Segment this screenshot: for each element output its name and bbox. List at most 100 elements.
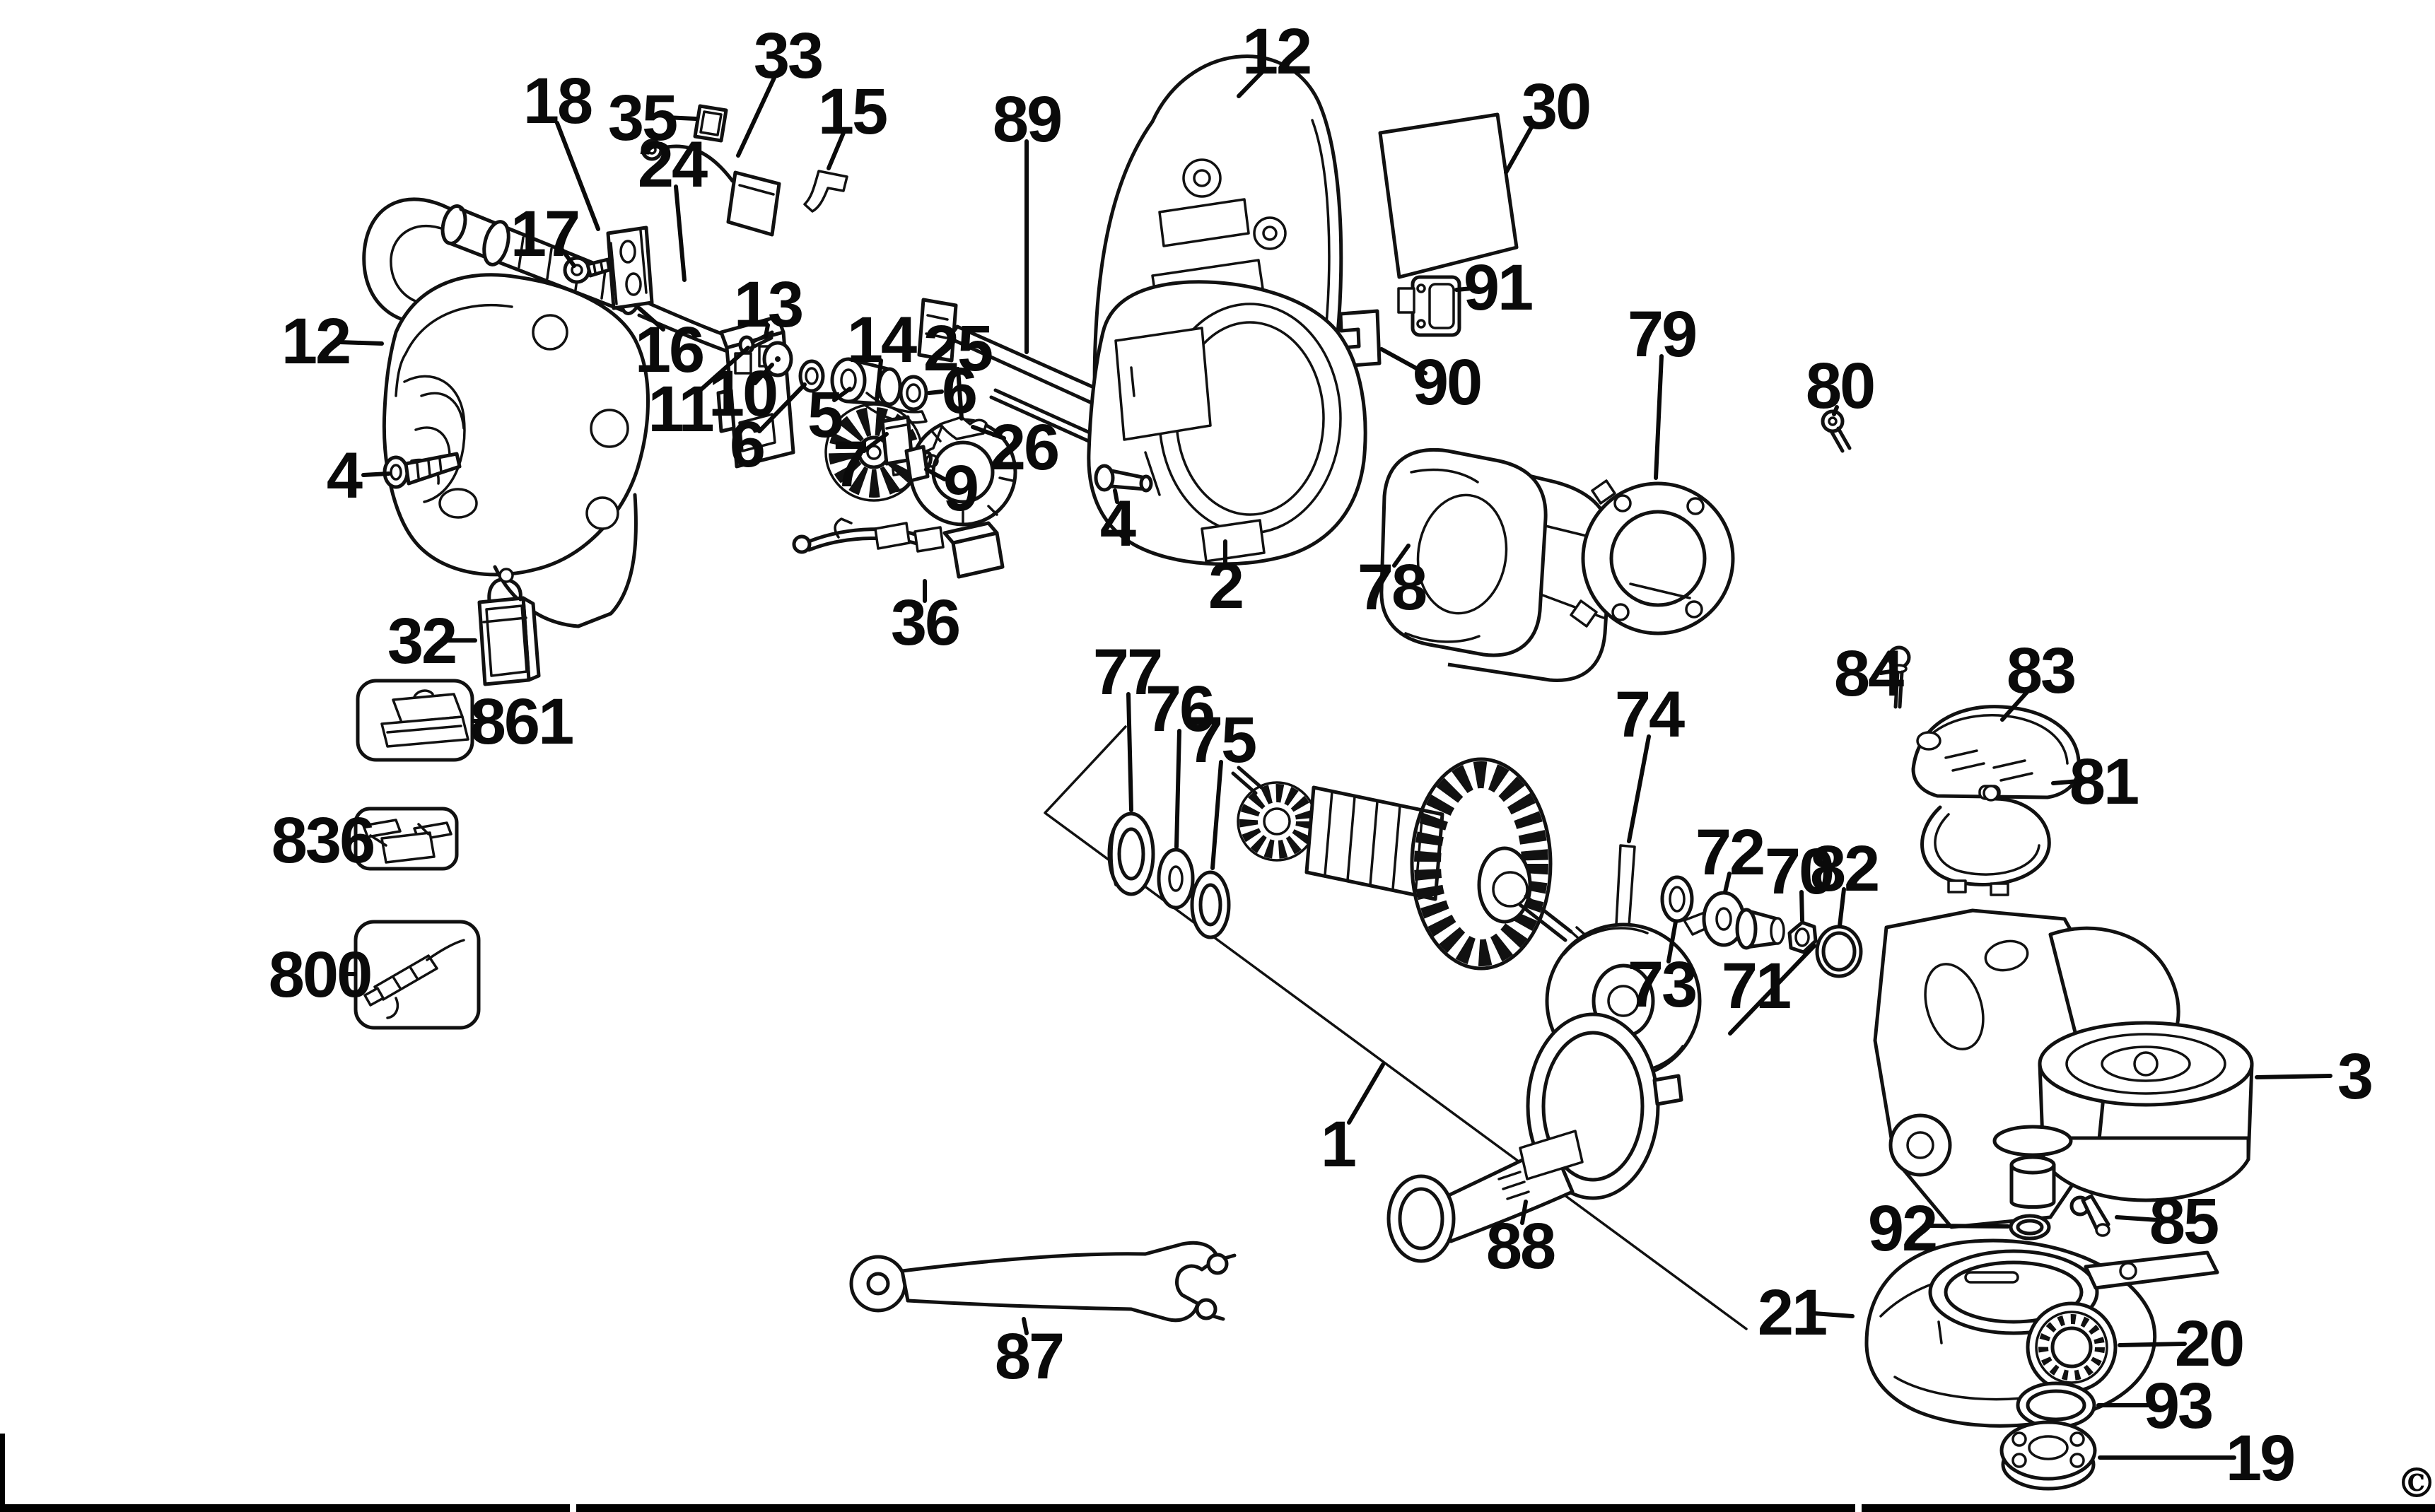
leader-line-15 [827, 131, 846, 170]
part-93-washer [2016, 1381, 2096, 1429]
part-80-screw [1821, 409, 1852, 453]
leader-line-71 [1728, 944, 1816, 1036]
part-75-ring [1190, 870, 1231, 939]
leader-line-33 [736, 74, 777, 158]
part-33-brush-lead [641, 139, 781, 237]
part-36-lead-assembly [792, 517, 1005, 579]
leader-line-1 [1347, 1062, 1385, 1125]
part-label-88: 88 [1486, 1210, 1555, 1282]
part-label-92: 92 [1868, 1192, 1936, 1265]
part-71-bushing [1735, 908, 1785, 950]
leader-line-87 [1022, 1317, 1029, 1335]
part-label-82: 82 [1810, 833, 1878, 905]
leader-line-11 [695, 346, 750, 395]
part-label-87: 87 [995, 1320, 1063, 1393]
leader-line-77 [1126, 692, 1133, 812]
leader-line-7 [862, 432, 889, 453]
part-label-17: 17 [510, 198, 578, 270]
part-label-3: 3 [2337, 1041, 2371, 1113]
leader-line-79 [1654, 354, 1664, 480]
part-label-79: 79 [1628, 298, 1695, 370]
part-78-field [1379, 447, 1613, 682]
part-92-oring [2009, 1214, 2051, 1241]
leader-line-16 [637, 306, 665, 332]
part-2-motor-housing [1087, 280, 1367, 566]
leader-line-35 [664, 115, 698, 121]
leader-line-14 [875, 358, 883, 402]
part-85-pin [2069, 1194, 2110, 1237]
part-label-7: 7 [833, 428, 867, 500]
leader-line-83 [2000, 689, 2030, 722]
part-72-washer [1702, 891, 1746, 947]
part-label-36: 36 [891, 587, 959, 659]
leader-line-3 [2255, 1074, 2332, 1079]
part-label-13: 13 [734, 269, 802, 341]
leader-line-73 [1666, 920, 1678, 963]
part-label-35: 35 [608, 82, 677, 154]
part-label-6: 6 [942, 355, 976, 427]
part-1-armature [1044, 725, 1748, 1330]
footer-bar-middle [576, 1504, 1855, 1512]
part-label-21: 21 [1758, 1277, 1826, 1349]
part-label-14: 14 [847, 304, 917, 376]
part-861-kitbox [356, 679, 474, 762]
leader-line-18 [555, 121, 600, 231]
part-17-screw [563, 256, 616, 284]
part-label-26: 26 [990, 411, 1058, 484]
part-label-861: 861 [470, 686, 573, 758]
leader-line-12 [337, 340, 384, 346]
part-81-clamp [1920, 785, 2051, 896]
part-82-oring [1815, 925, 1863, 978]
part-83-brush-cap [1911, 705, 2081, 800]
part-76-washer [1157, 848, 1195, 910]
part-800-grease-gun [354, 920, 481, 1030]
leader-line-26 [971, 425, 1006, 440]
part-label-20: 20 [2175, 1308, 2243, 1380]
part-label-71: 71 [1722, 950, 1790, 1022]
part-79-bearing-plate [1570, 479, 1735, 635]
part-label-4: 4 [1100, 488, 1136, 560]
part-3-gearcase [1873, 908, 2254, 1229]
leader-line-20 [2118, 1342, 2187, 1347]
leader-line-78 [1392, 544, 1411, 568]
footer-bar-left [0, 1504, 570, 1512]
part-label-70: 70 [1765, 836, 1833, 908]
part-15-clip [803, 170, 848, 213]
leader-line-17 [559, 247, 576, 268]
part-label-78: 78 [1357, 551, 1426, 623]
part-label-9: 9 [943, 452, 977, 524]
part-19-flange-nut [1999, 1420, 2097, 1491]
part-87-wrench [849, 1241, 1237, 1323]
part-16-bracket [606, 225, 654, 310]
part-label-18: 18 [523, 65, 592, 137]
part-label-84: 84 [1834, 638, 1904, 710]
part-4-mid-pin [1094, 464, 1153, 493]
leader-line-76 [1174, 729, 1181, 849]
part-label-836: 836 [271, 804, 374, 877]
part-84-screw [1887, 645, 1911, 709]
leader-line-12 [1237, 69, 1266, 98]
part-label-83: 83 [2007, 635, 2074, 707]
leader-line-5 [832, 387, 852, 402]
part-label-30: 30 [1522, 71, 1589, 143]
part-label-72: 72 [1695, 816, 1763, 889]
part-label-91: 91 [1464, 252, 1532, 324]
part-label-5: 5 [807, 379, 842, 451]
copyright-mark: © [2396, 1459, 2435, 1507]
leader-line-84 [1879, 669, 1893, 675]
leader-line-4 [1113, 488, 1119, 504]
footer-bar-right [1862, 1504, 2435, 1512]
part-21-guard [1864, 1238, 2219, 1428]
part-label-32: 32 [387, 605, 455, 677]
part-30-nameplate [1378, 112, 1519, 279]
leader-line-85 [2115, 1215, 2160, 1222]
part-12-left-housing [382, 273, 650, 628]
part-11-screw [738, 330, 774, 355]
leader-line-91 [1454, 286, 1474, 292]
part-label-10: 10 [708, 358, 776, 430]
part-label-25: 25 [923, 312, 992, 385]
leader-line-74 [1627, 734, 1651, 843]
part-label-74: 74 [1615, 679, 1685, 751]
